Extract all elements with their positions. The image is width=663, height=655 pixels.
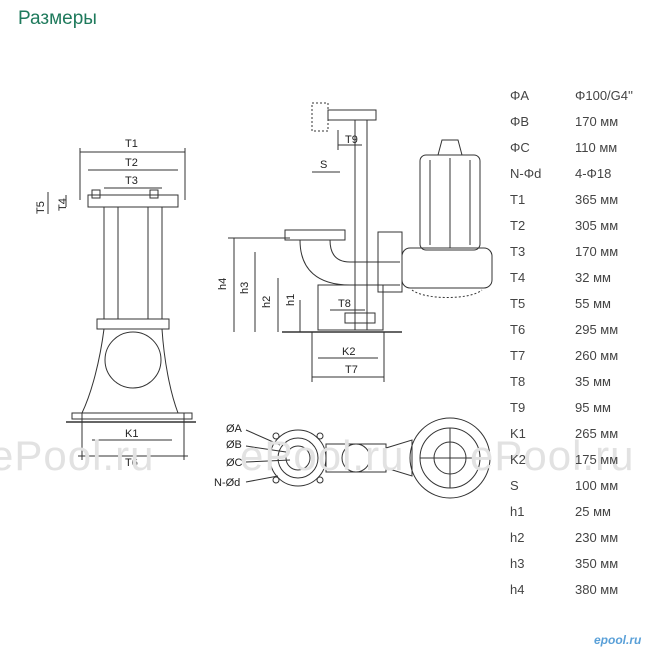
label-T1: T1 (125, 138, 138, 150)
spec-value: 32 мм (575, 270, 611, 285)
label-A: ØA (226, 423, 243, 435)
label-T8: T8 (338, 298, 351, 310)
plan-view: ØA ØB ØC N-Ød (214, 417, 491, 499)
label-T3: T3 (125, 175, 138, 187)
spec-row: T8 35 мм (510, 374, 660, 400)
label-T2: T2 (125, 157, 138, 169)
spec-key: ΦC (510, 140, 530, 155)
label-T7: T7 (345, 364, 358, 376)
spec-value: Φ100/G4'' (575, 88, 633, 103)
spec-value: 4-Φ18 (575, 166, 612, 181)
spec-value: 230 мм (575, 530, 619, 545)
spec-row: K2 175 мм (510, 452, 660, 478)
front-view: T1 T2 T3 T5 T4 K1 T6 (35, 138, 196, 469)
label-Nd: N-Ød (214, 477, 240, 489)
spec-row: T4 32 мм (510, 270, 660, 296)
spec-key: T4 (510, 270, 526, 285)
spec-row: h2 230 мм (510, 530, 660, 556)
spec-key: T1 (510, 192, 526, 207)
spec-key: T8 (510, 374, 526, 389)
spec-value: 265 мм (575, 426, 619, 441)
spec-key: h4 (510, 582, 525, 597)
spec-key: T2 (510, 218, 526, 233)
spec-row: T5 55 мм (510, 296, 660, 322)
spec-row: S 100 мм (510, 478, 660, 504)
watermark-2: ePool.ru (240, 432, 405, 479)
label-T6: T6 (125, 457, 138, 469)
spec-value: 55 мм (575, 296, 611, 311)
spec-row: h3 350 мм (510, 556, 660, 582)
spec-key: ΦB (510, 114, 530, 129)
label-K2: K2 (342, 346, 355, 358)
spec-value: 350 мм (575, 556, 619, 571)
label-h3: h3 (239, 282, 251, 294)
spec-key: T7 (510, 348, 526, 363)
spec-row: h4 380 мм (510, 582, 660, 608)
spec-row: T2 305 мм (510, 218, 660, 244)
spec-key: h2 (510, 530, 525, 545)
brand-logo: epool.ru (594, 633, 642, 647)
spec-value: 260 мм (575, 348, 619, 363)
label-T9: T9 (345, 134, 358, 146)
label-S: S (320, 159, 327, 171)
spec-row: h1 25 мм (510, 504, 660, 530)
spec-value: 95 мм (575, 400, 611, 415)
spec-row: ΦB 170 мм (510, 114, 660, 140)
spec-value: 110 мм (575, 140, 618, 155)
spec-row: K1 265 мм (510, 426, 660, 452)
spec-key: T5 (510, 296, 526, 311)
spec-value: 170 мм (575, 244, 619, 259)
spec-key: K2 (510, 452, 526, 467)
label-C: ØC (226, 457, 243, 469)
spec-value: 25 мм (575, 504, 611, 519)
spec-value: 295 мм (575, 322, 619, 337)
spec-value: 380 мм (575, 582, 619, 597)
spec-key: T6 (510, 322, 526, 337)
label-h4: h4 (217, 278, 229, 290)
spec-value: 365 мм (575, 192, 619, 207)
page-title: Размеры (18, 8, 97, 29)
spec-key: T3 (510, 244, 526, 259)
spec-key: K1 (510, 426, 526, 441)
spec-key: T9 (510, 400, 526, 415)
spec-row: ΦA Φ100/G4'' (510, 88, 660, 114)
label-h1: h1 (285, 294, 297, 306)
label-K1: K1 (125, 428, 138, 440)
label-T5: T5 (35, 201, 47, 214)
spec-row: N-Φd 4-Φ18 (510, 166, 660, 192)
spec-value: 305 мм (575, 218, 619, 233)
spec-row: T9 95 мм (510, 400, 660, 426)
label-B: ØB (226, 439, 242, 451)
spec-row: T6 295 мм (510, 322, 660, 348)
spec-row: ΦC 110 мм (510, 140, 660, 166)
spec-value: 175 мм (575, 452, 619, 467)
watermark-3: ePool.ru (470, 432, 635, 479)
spec-key: h1 (510, 504, 525, 519)
watermark-1: ePool.ru (0, 432, 155, 479)
spec-row: T3 170 мм (510, 244, 660, 270)
side-view: T9 S h4 h3 h2 h1 T8 K2 (217, 102, 493, 382)
spec-value: 35 мм (575, 374, 611, 389)
spec-row: T7 260 мм (510, 348, 660, 374)
label-T4: T4 (57, 198, 69, 211)
spec-row: T1 365 мм (510, 192, 660, 218)
spec-key: h3 (510, 556, 525, 571)
spec-value: 170 мм (575, 114, 619, 129)
label-h2: h2 (261, 296, 273, 308)
spec-key: S (510, 478, 519, 493)
spec-value: 100 мм (575, 478, 619, 493)
spec-key: ΦA (510, 88, 530, 103)
spec-key: N-Φd (510, 166, 542, 181)
